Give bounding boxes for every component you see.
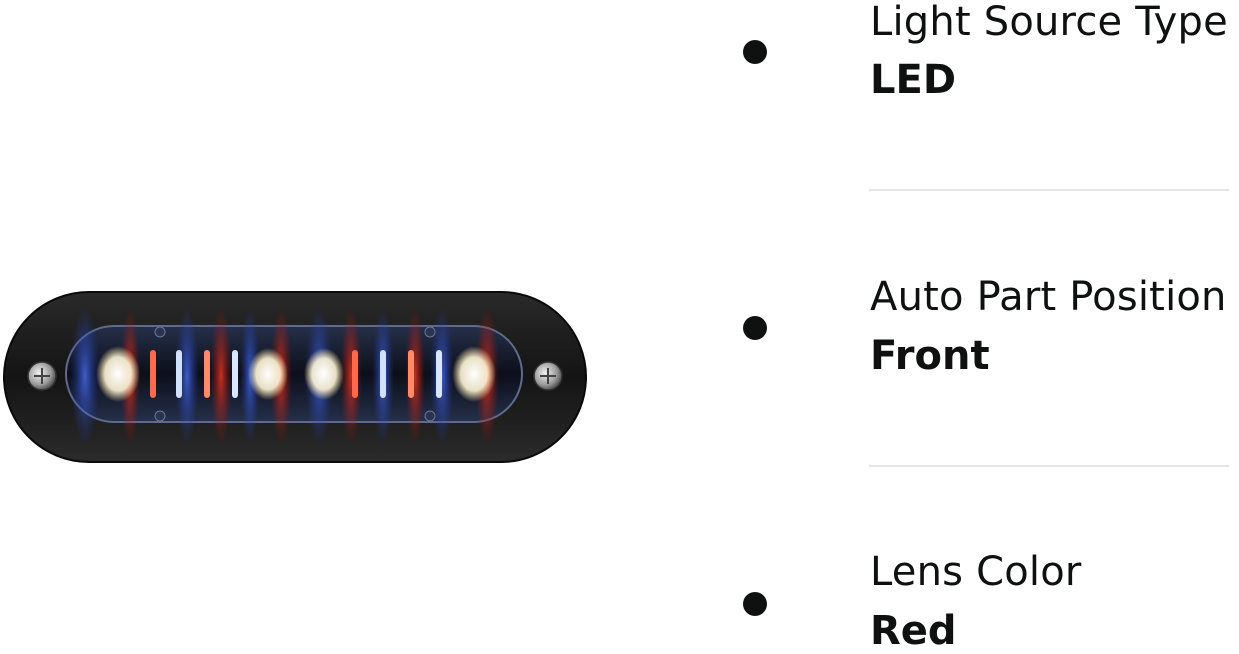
led-cluster-mid-right [304,348,344,400]
screw-left-icon [27,361,57,391]
spec-label: Light Source Type [870,0,1228,45]
bullet-icon [743,592,767,616]
spec-label: Auto Part Position [870,274,1227,320]
spec-value: Red [870,608,957,654]
led-cluster-right [452,346,496,402]
led-light-bar-illustration [3,291,587,463]
spec-label: Lens Color [870,549,1082,595]
product-image [0,280,600,470]
led-cluster-left [96,346,140,402]
screw-right-icon [533,361,563,391]
spec-auto-part-position: Auto Part Position Front [740,270,1239,380]
bullet-icon [743,40,767,64]
led-strips [150,350,442,398]
spec-lens-color: Lens Color Red [740,546,1239,654]
spec-light-source-type: Light Source Type LED [740,0,1239,110]
spec-value: Front [870,333,990,379]
divider [869,465,1229,467]
divider [869,189,1229,191]
led-cluster-mid-left [248,348,288,400]
spec-value: LED [870,57,957,103]
bullet-icon [743,316,767,340]
